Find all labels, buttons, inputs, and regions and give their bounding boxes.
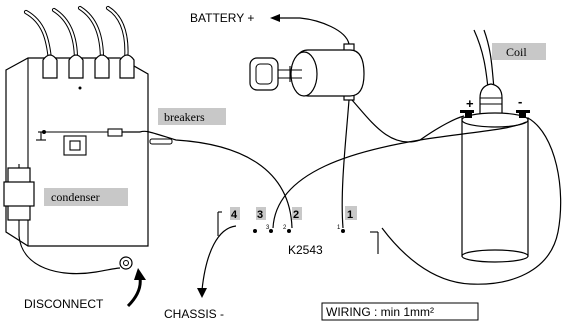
ignition-switch [249,43,365,101]
coil-label-tag [492,43,546,60]
condenser-label-tag [44,188,128,206]
terminal-number-3: 3 [257,209,263,221]
key-icon [249,57,302,91]
coil-plus-label: + [466,96,474,111]
terminal-tiny-1: 1 [337,225,341,231]
terminal-tiny-2: 2 [283,225,287,231]
breakers-label: breakers [164,110,205,124]
terminal-tag-2 [292,207,302,220]
battery-label: BATTERY + [190,11,254,25]
chassis-label: CHASSIS - [164,307,224,321]
condenser-label: condenser [51,190,100,204]
coil-minus-label: - [518,94,522,109]
ignition-coil [460,29,530,263]
disconnect-label: DISCONNECT [24,297,104,311]
condenser [3,164,35,236]
terminal-number-4: 4 [231,209,238,221]
module-label: K2543 [288,243,323,257]
terminal-tag-1 [345,206,357,220]
terminal-number-1: 1 [347,209,353,221]
terminal-number-2: 2 [293,209,299,221]
breakers-label-tag [158,108,226,125]
terminal-tag-4 [230,207,240,220]
terminal-tiny-3: 3 [266,225,270,231]
wires [18,14,562,308]
terminal-tag-3 [256,207,266,220]
wiring-note: WIRING : min 1mm² [326,305,434,319]
module-terminal-block [217,211,379,254]
coil-label: Coil [506,45,527,59]
spark-plug-leads [23,5,129,65]
plug-boots [42,54,135,79]
wiring-note-box [321,302,479,321]
